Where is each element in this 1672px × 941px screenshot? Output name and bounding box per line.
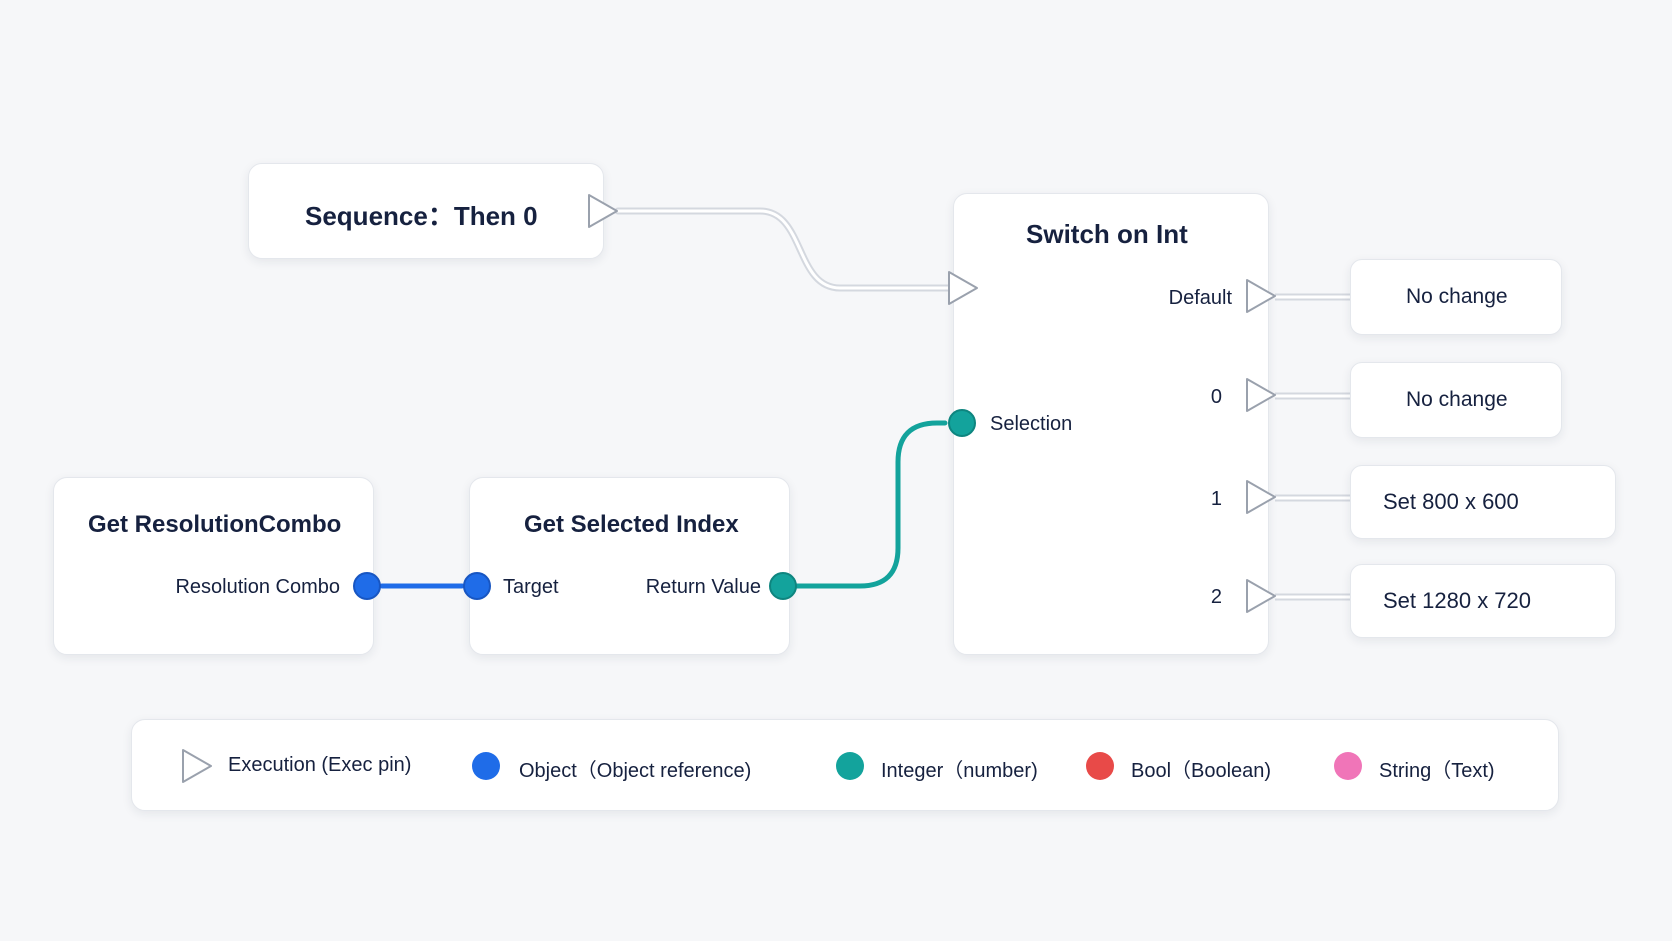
target-node-default[interactable]: No change (1350, 259, 1562, 335)
target-node-label: No change (1406, 285, 1508, 308)
selection-pin[interactable] (948, 409, 976, 437)
exec-pin-icon (948, 271, 978, 305)
return-value-out-pin[interactable] (769, 572, 797, 600)
target-node-label: No change (1406, 388, 1508, 411)
get-resolution-combo-node[interactable]: Get ResolutionCombo Resolution Combo (53, 477, 374, 655)
switch-exec-out-1[interactable] (1244, 478, 1278, 516)
sequence-node-title: Sequence：Then 0 (305, 201, 538, 231)
get-combo-node-title: Get ResolutionCombo (88, 511, 342, 538)
sequence-exec-out-pin[interactable] (586, 192, 620, 230)
exec-pin-icon (1246, 579, 1276, 613)
integer-wire (794, 420, 948, 589)
legend-label: Object（Object reference) (519, 760, 752, 782)
exec-pin-icon (588, 194, 618, 228)
object-pin-icon (472, 752, 500, 780)
switch-exec-out-2[interactable] (1244, 577, 1278, 615)
legend-label: String（Text) (1379, 760, 1495, 782)
target-node-2[interactable]: Set 1280 x 720 (1350, 564, 1616, 638)
resolution-combo-pin-label: Resolution Combo (175, 576, 340, 598)
legend-item-integer: Integer（number) (836, 746, 1056, 786)
switch-node-title: Switch on Int (1026, 219, 1188, 249)
legend-label: Execution (Exec pin) (228, 754, 412, 776)
exec-wire-sequence-to-switch (614, 207, 954, 292)
target-node-1[interactable]: Set 800 x 600 (1350, 465, 1616, 539)
target-node-label: Set 1280 x 720 (1383, 588, 1532, 613)
target-node-0[interactable]: No change (1350, 362, 1562, 438)
target-pin-label: Target (503, 576, 559, 598)
exec-pin-icon (1246, 279, 1276, 313)
legend-item-bool: Bool（Boolean) (1086, 746, 1296, 786)
string-pin-icon (1334, 752, 1362, 780)
target-node-label: Set 800 x 600 (1383, 489, 1519, 514)
switch-output-2-label: 2 (1210, 586, 1222, 608)
switch-output-1-label: 1 (1210, 488, 1222, 510)
legend-item-exec: Execution (Exec pin) (180, 746, 420, 786)
exec-pin-icon (1246, 480, 1276, 514)
selection-pin-label: Selection (990, 413, 1073, 435)
legend-item-string: String（Text) (1334, 746, 1534, 786)
switch-exec-out-0[interactable] (1244, 376, 1278, 414)
switch-output-default-label: Default (1168, 287, 1232, 309)
get-selected-index-node[interactable]: Get Selected Index Target Return Value (469, 477, 790, 655)
switch-exec-in-pin[interactable] (946, 269, 980, 307)
get-selected-index-title: Get Selected Index (524, 511, 739, 538)
return-value-pin-label: Return Value (645, 576, 761, 598)
sequence-node[interactable]: Sequence：Then 0 (248, 163, 604, 259)
integer-pin-icon (836, 752, 864, 780)
switch-exec-out-default[interactable] (1244, 277, 1278, 315)
legend-label: Bool（Boolean) (1131, 760, 1272, 782)
resolution-combo-out-pin[interactable] (353, 572, 381, 600)
exec-pin-icon (180, 747, 214, 785)
legend-item-object: Object（Object reference) (472, 746, 792, 786)
exec-wires-switch-outputs (1275, 293, 1350, 601)
target-in-pin[interactable] (463, 572, 491, 600)
switch-on-int-node[interactable]: Switch on Int Default 0 Selection 1 2 (953, 193, 1269, 655)
bool-pin-icon (1086, 752, 1114, 780)
switch-output-0-label: 0 (1210, 386, 1222, 408)
legend-panel: Execution (Exec pin) Object（Object refer… (131, 719, 1559, 811)
exec-pin-icon (1246, 378, 1276, 412)
legend-label: Integer（number) (881, 760, 1038, 782)
